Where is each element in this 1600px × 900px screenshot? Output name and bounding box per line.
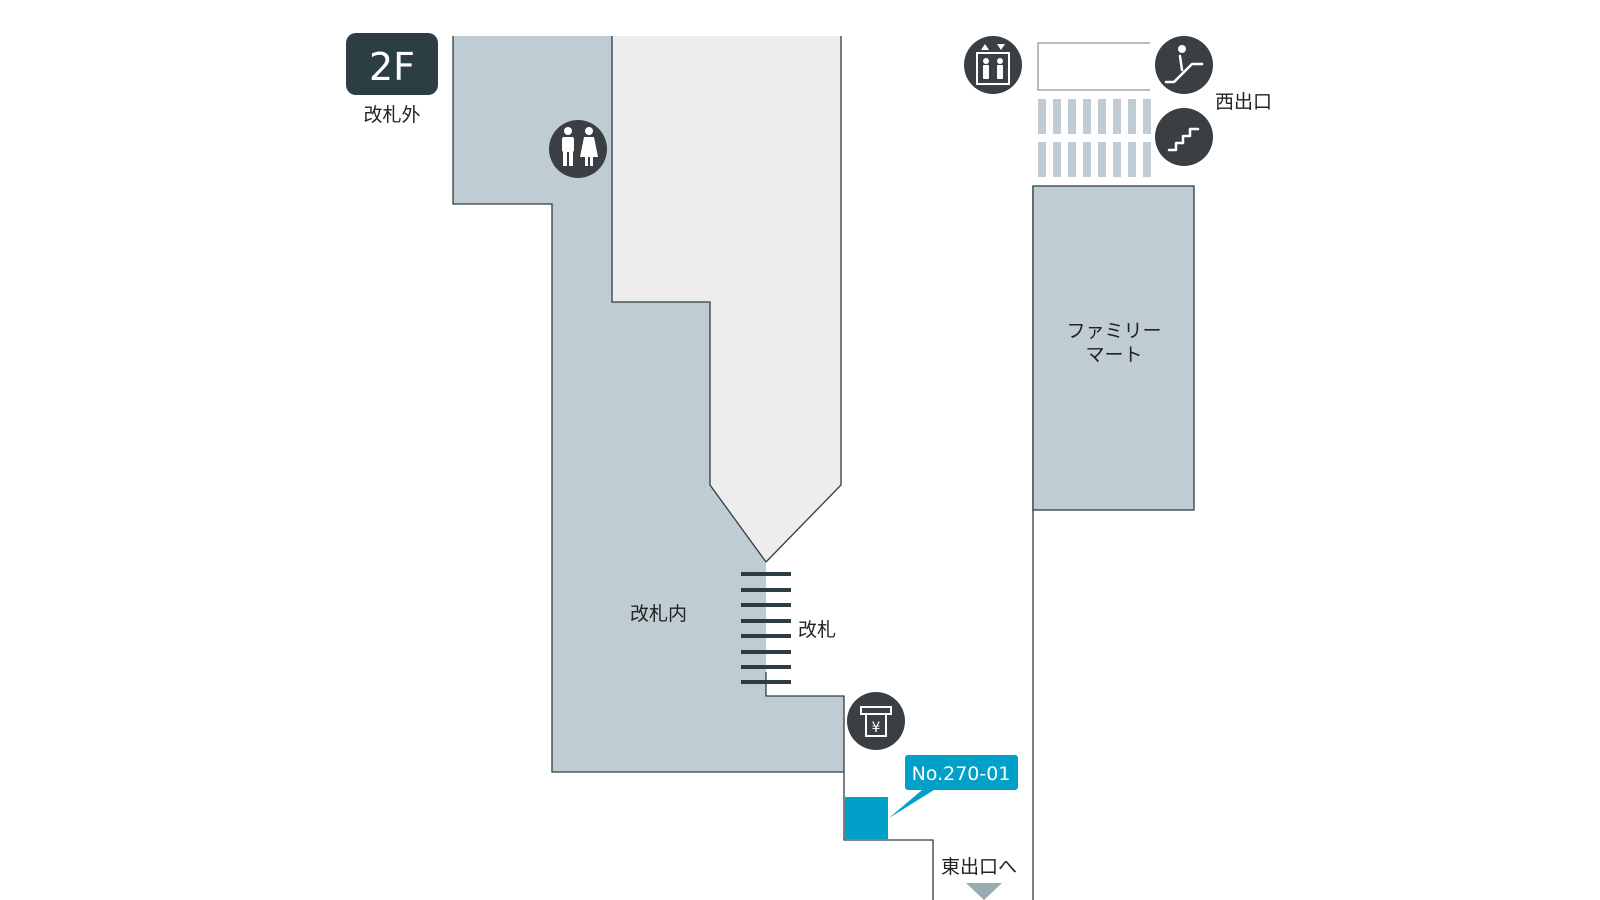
east-exit-label: 東出口へ (941, 856, 1017, 878)
central-passage-area (612, 36, 841, 562)
ticket-gates (741, 572, 791, 684)
store-label-line2: マート (1085, 344, 1142, 366)
passage-left-outline (611, 36, 767, 563)
svg-text:¥: ¥ (872, 720, 881, 736)
callout-id-label: No.270-01 (912, 763, 1011, 785)
callout-box (905, 755, 1018, 790)
floor-label: 2F (369, 45, 415, 89)
west-exit-stairs-stripes (1038, 99, 1151, 177)
elevator-icon (964, 36, 1022, 94)
inside-area-outline (452, 36, 844, 773)
restroom-icon (549, 120, 607, 178)
floor-badge (346, 33, 438, 95)
east-exit-arrow (966, 883, 1002, 900)
west-exit-label: 西出口 (1215, 91, 1272, 113)
escalator-icon (1155, 36, 1213, 94)
stairs-icon (1155, 108, 1213, 166)
store-label-line1: ファミリー (1066, 320, 1161, 342)
highlighted-location (845, 797, 888, 839)
passage-right-outline (765, 36, 842, 563)
outside-gates-label: 改札外 (363, 104, 420, 126)
inside-gates-label: 改札内 (630, 603, 687, 625)
atm-icon: ¥ (847, 692, 905, 750)
callout-pointer (889, 790, 934, 818)
west-exit-box (1037, 42, 1150, 91)
ticket-gates-label: 改札 (798, 619, 836, 641)
lower-corridor-outline (765, 672, 934, 900)
family-mart-store (1032, 185, 1195, 511)
